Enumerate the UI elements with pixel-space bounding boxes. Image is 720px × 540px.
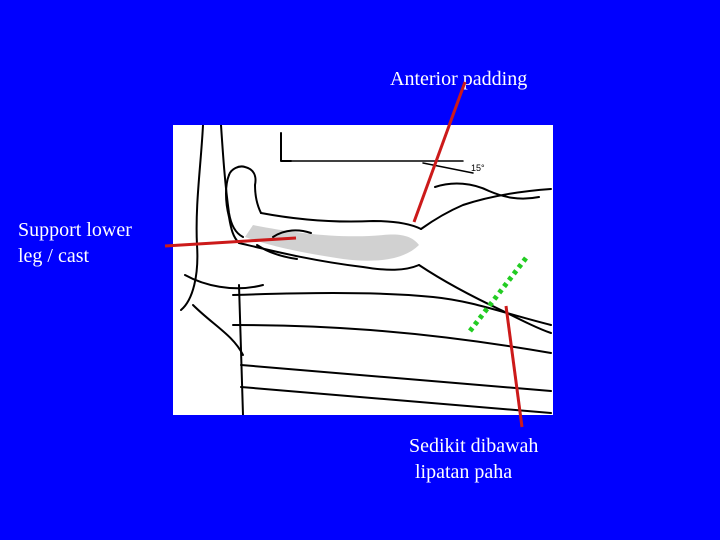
- illustration-background: [173, 125, 553, 415]
- anterior-padding-label: Anterior padding: [390, 66, 527, 92]
- support-label-line2: leg / cast: [18, 245, 90, 267]
- coat-outline: [192, 304, 244, 356]
- forearm-outline: [184, 274, 264, 290]
- table-lower-edge: [240, 364, 552, 392]
- sedikit-label-line1: Sedikit dibawah: [409, 435, 539, 457]
- angle-label: 15°: [471, 163, 485, 173]
- table-base-edge: [240, 386, 552, 414]
- support-lower-leg-label: Support lower leg / cast: [18, 217, 132, 269]
- thigh-fold-marker: [468, 256, 528, 333]
- sedikit-pointer: [504, 305, 524, 428]
- anterior-padding-text: Anterior padding: [390, 68, 528, 90]
- angle-reference-vertical: [280, 132, 292, 162]
- angle-reference-slope: [422, 162, 474, 174]
- cast-upper-edge: [260, 212, 422, 230]
- heel-outline: [225, 174, 240, 244]
- upper-hand-outline: [434, 182, 540, 200]
- anterior-padding-pointer: [412, 81, 467, 223]
- support-hand-fingers: [272, 229, 312, 238]
- foot-outline: [228, 165, 262, 214]
- table-top-edge: [232, 324, 552, 354]
- coat-edge: [238, 284, 244, 415]
- support-label-line1: Support lower: [18, 219, 132, 241]
- support-pointer: [164, 236, 297, 248]
- thigh-upper-outline: [420, 188, 552, 230]
- cast-shading: [245, 225, 419, 261]
- sedikit-dibawah-label: Sedikit dibawah lipatan paha: [409, 433, 538, 485]
- leg-cast-illustration: 15°: [173, 125, 553, 415]
- support-hand-palm: [256, 244, 298, 260]
- sedikit-label-line2: lipatan paha: [415, 461, 513, 483]
